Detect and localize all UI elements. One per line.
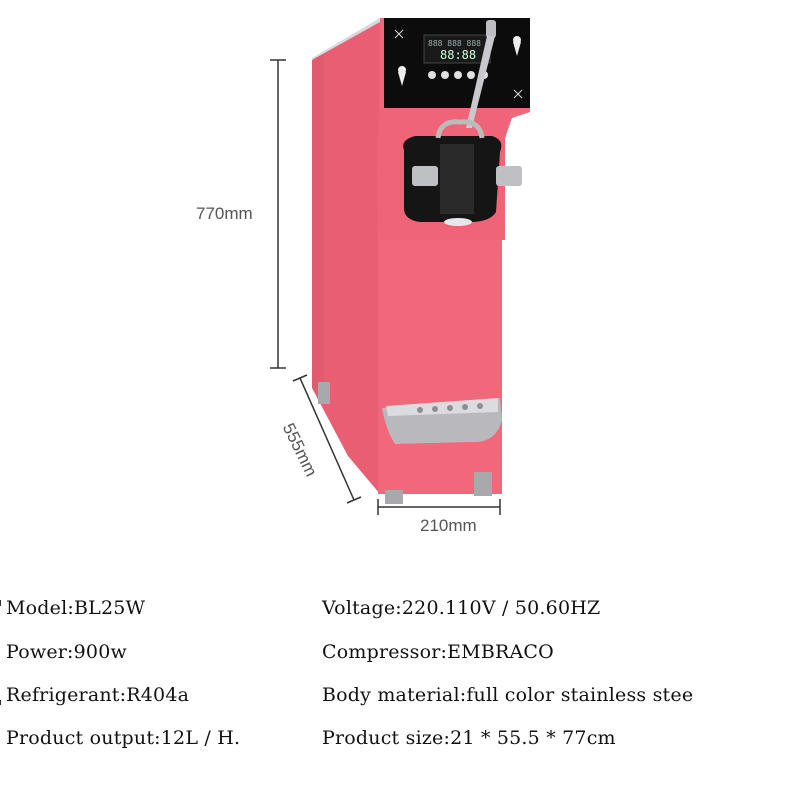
spec-refrigerant: Refrigerant:R404a: [6, 684, 190, 706]
knob-left: [412, 166, 438, 186]
snowflake-icon: [394, 29, 523, 99]
dispenser-lever: [466, 20, 496, 128]
height-dimension-line: [270, 59, 286, 369]
svg-text:88:88: 88:88: [440, 48, 476, 62]
knob-right: [496, 166, 522, 186]
drip-tray: [382, 398, 502, 444]
machine-front-lower: [378, 240, 502, 494]
spec-model: Model:BL25W: [6, 597, 146, 619]
spec-voltage: Voltage:220.110V / 50.60HZ: [322, 597, 601, 619]
dispenser-head: [403, 119, 522, 226]
width-label: 210mm: [420, 516, 477, 535]
side-shade: [312, 54, 324, 400]
depth-dimension-line: [292, 374, 362, 504]
spec-product-size: Product size:21 * 55.5 * 77cm: [322, 727, 616, 749]
height-label: 770mm: [196, 204, 253, 223]
machine-feet: [318, 382, 492, 504]
cone-icon: [398, 36, 521, 86]
edge-mark: [0, 700, 1, 705]
spec-body-material: Body material:full color stainless stee: [322, 684, 694, 706]
product-diagram: 888 888 888 88:88: [270, 18, 530, 515]
svg-text:888 888 888: 888 888 888: [428, 39, 481, 48]
spec-power: Power:900w: [6, 641, 127, 663]
machine-side: [312, 22, 380, 494]
edge-mark: [0, 600, 1, 606]
spec-compressor: Compressor:EMBRACO: [322, 641, 554, 663]
ice-cream-machine: 888 888 888 88:88: [312, 18, 530, 504]
spec-product-output: Product output:12L / H.: [6, 727, 241, 749]
width-dimension-line: [377, 499, 501, 515]
